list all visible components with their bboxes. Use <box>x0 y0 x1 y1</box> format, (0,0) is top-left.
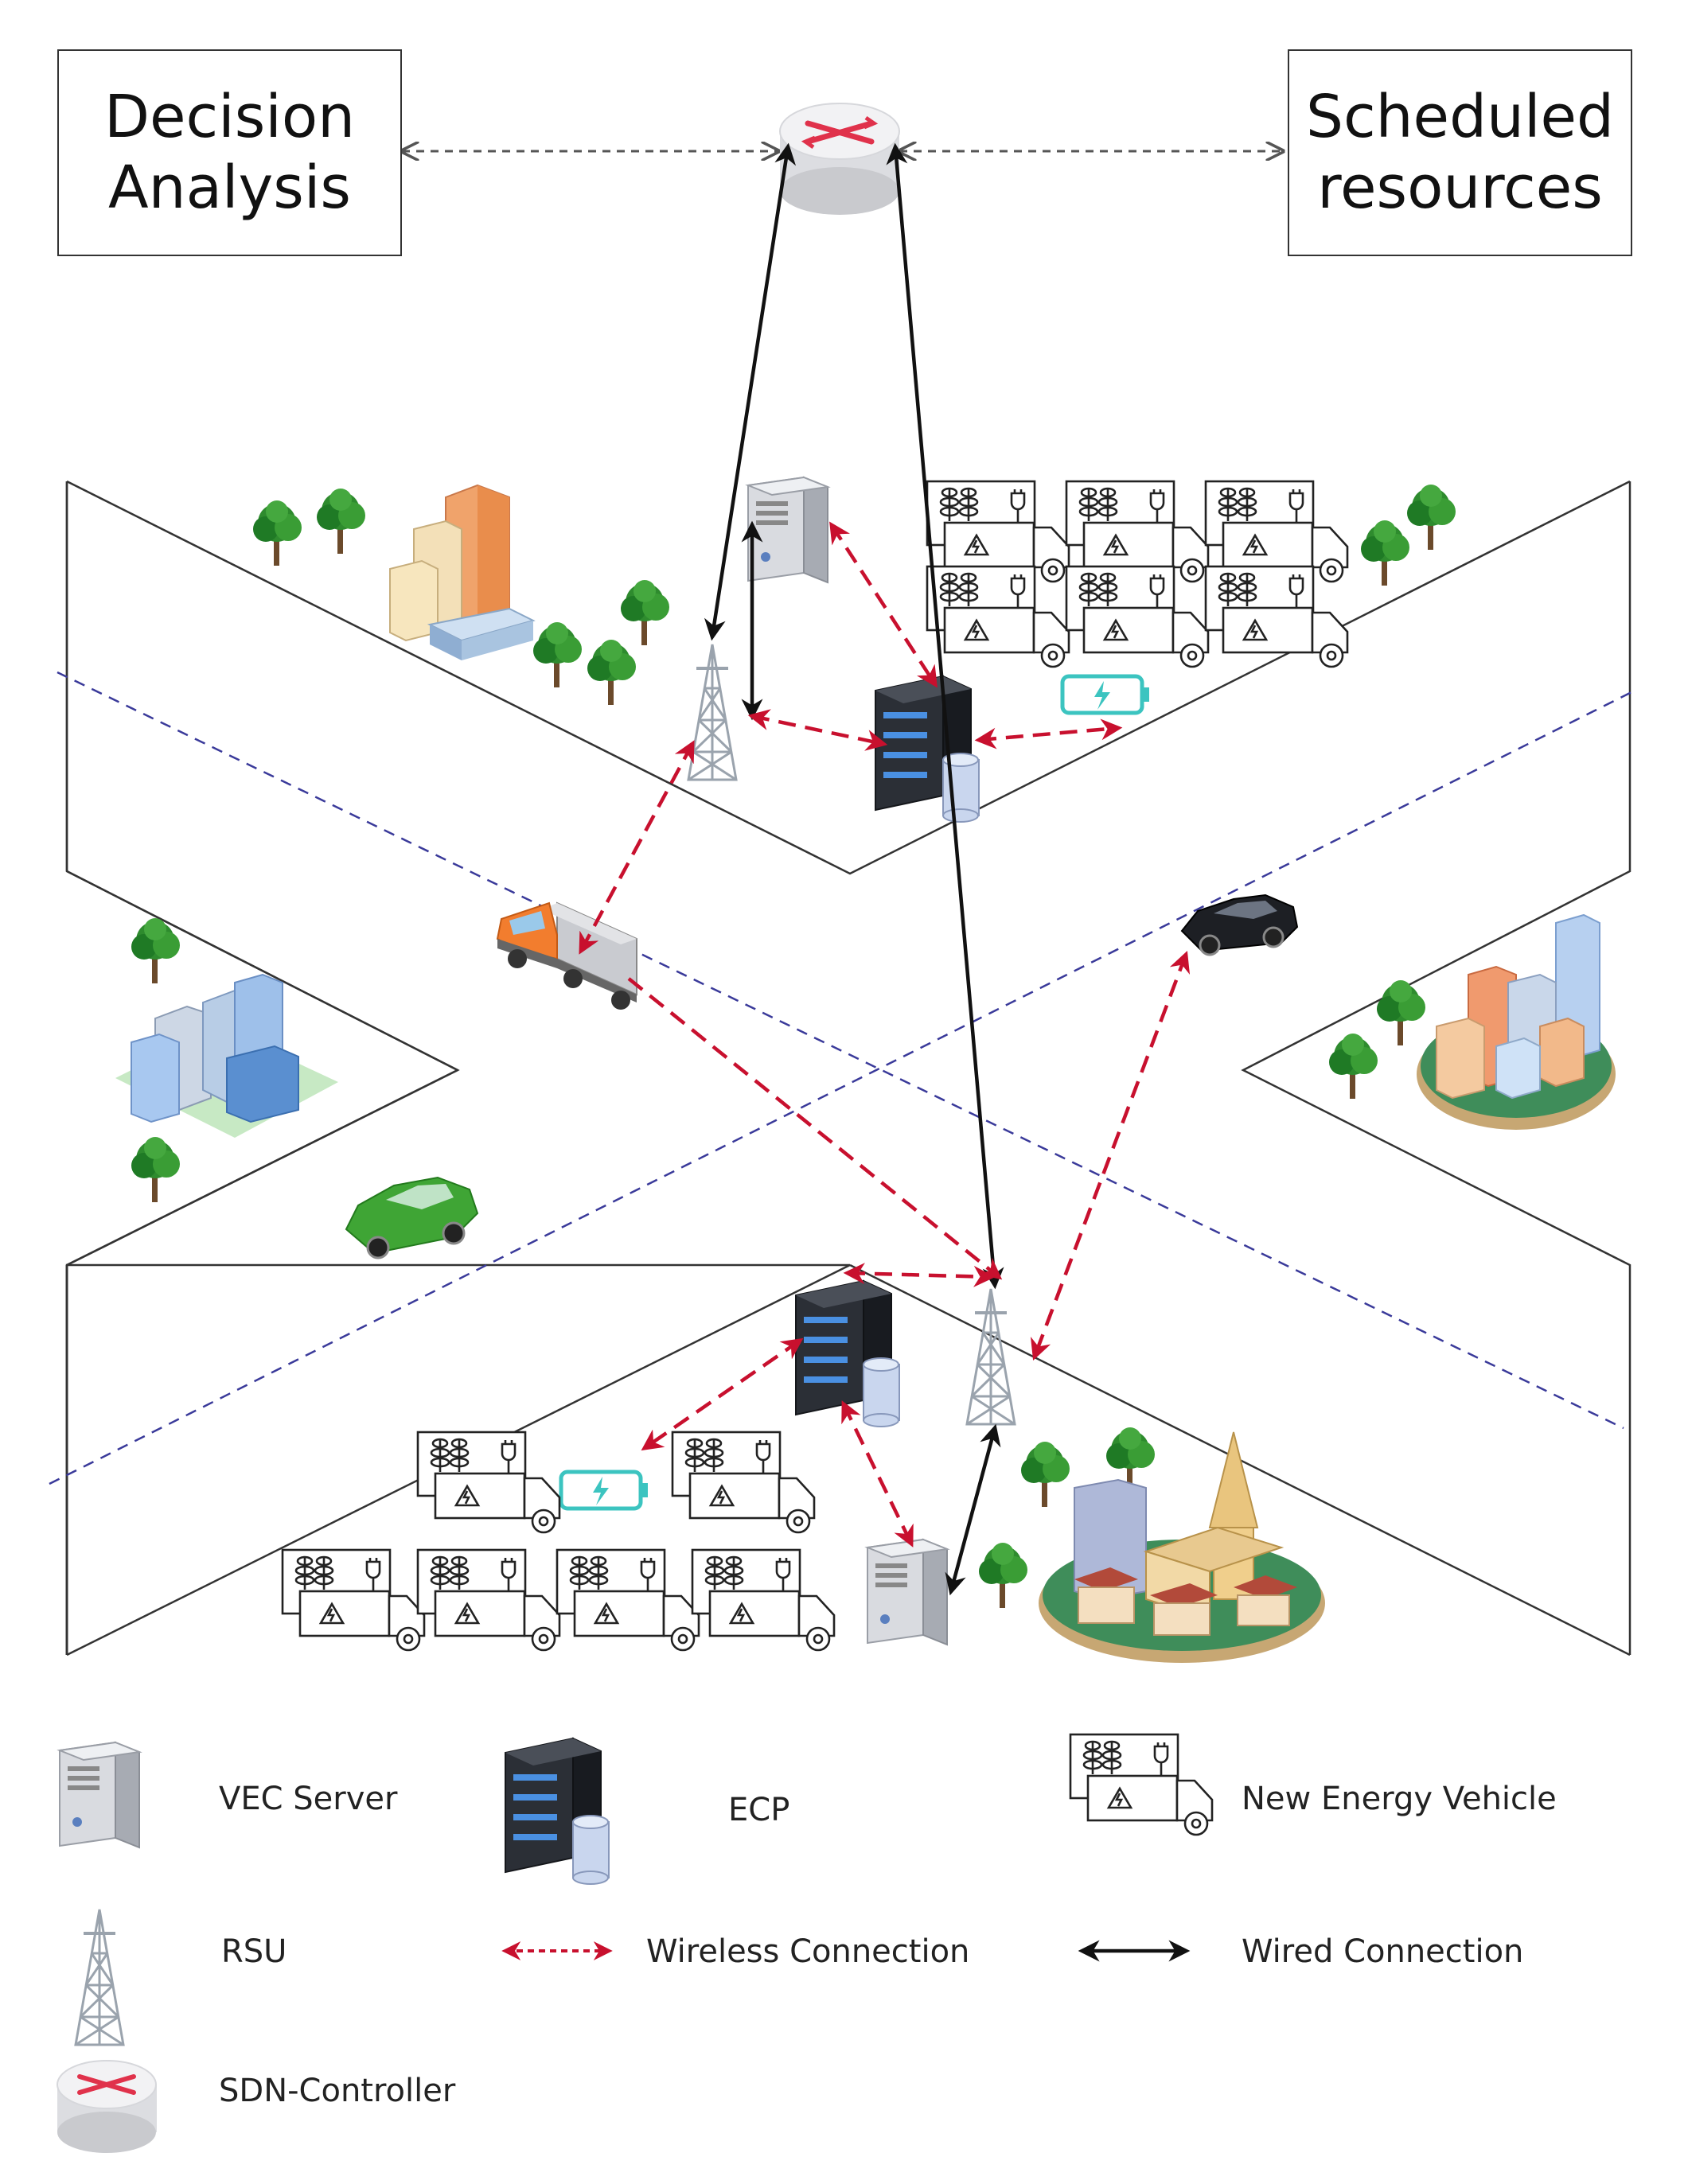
tree-icon <box>621 580 669 645</box>
building-icon <box>389 484 536 660</box>
new-energy-vehicle-icon <box>416 1548 561 1652</box>
tree-icon <box>131 1137 180 1202</box>
wireless-car-rsu-bottom <box>1030 950 1191 1361</box>
car-icon <box>1180 893 1299 956</box>
tree-icon <box>587 640 636 705</box>
legend-nev-icon <box>1069 1733 1214 1836</box>
wireless-ecp-battery-top <box>974 718 1123 749</box>
building-icon <box>115 973 338 1138</box>
vec-server-icon <box>747 477 828 583</box>
lane-divider-1 <box>57 671 1624 1430</box>
tree-icon <box>979 1543 1027 1608</box>
tree-icon <box>1407 485 1456 550</box>
new-energy-vehicle-icon <box>926 565 1070 668</box>
legend-wireless-label: Wireless Connection <box>646 1933 970 1970</box>
new-energy-vehicle-icon <box>691 1548 836 1652</box>
wired-sdn-rsu-bottom <box>886 142 1004 1290</box>
tree-icon <box>131 918 180 983</box>
tree-icon <box>253 500 302 566</box>
tree-icon <box>317 489 365 554</box>
lane-divider-2 <box>49 691 1632 1485</box>
scheduled-resources-box: Scheduled resources <box>1288 49 1632 256</box>
rsu-tower-icon <box>687 643 738 781</box>
tree-icon <box>1361 520 1409 586</box>
wireless-vec-ecp-top <box>829 521 938 688</box>
legend-sdn-icon <box>57 2060 157 2153</box>
wireless-rsu-ecp-top <box>747 709 888 751</box>
new-energy-vehicle-icon <box>1204 565 1349 668</box>
car-icon <box>345 1176 479 1259</box>
building-icon <box>1039 1431 1325 1663</box>
wireless-road-rsu-bottom <box>843 1263 996 1287</box>
legend-sdn-label: SDN-Controller <box>219 2073 456 2109</box>
new-energy-vehicle-icon <box>671 1431 816 1534</box>
legend-vec-server-icon <box>59 1742 140 1848</box>
truck-icon <box>496 901 637 1010</box>
wired-rsu-vec-bottom <box>945 1423 1001 1596</box>
sdn-controller-icon <box>779 103 900 215</box>
legend-vec-server-label: VEC Server <box>219 1781 398 1817</box>
new-energy-vehicle-icon <box>281 1548 426 1652</box>
building-icon <box>1417 913 1616 1130</box>
legend-rsu-icon <box>74 1908 125 2046</box>
legend-ecp-label: ECP <box>728 1792 790 1828</box>
rsu-tower-icon <box>965 1287 1016 1426</box>
road-outline <box>65 480 1631 1656</box>
legend-ecp-icon <box>505 1738 610 1885</box>
wireless-truck-rsu-bottom <box>627 977 1003 1280</box>
legend-rsu-label: RSU <box>221 1933 287 1970</box>
new-energy-vehicle-icon <box>556 1548 700 1652</box>
ecp-server-icon <box>875 675 980 823</box>
decision-analysis-box: Decision Analysis <box>57 49 402 256</box>
scheduled-resources-label: Scheduled resources <box>1305 83 1615 222</box>
tree-icon <box>1329 1034 1378 1099</box>
vec-server-icon <box>867 1539 948 1645</box>
tree-icon <box>1021 1442 1070 1507</box>
battery-icon <box>1062 676 1149 713</box>
new-energy-vehicle-icon <box>416 1431 561 1534</box>
wireless-ecp-nev-bottom <box>641 1337 804 1451</box>
legend-wired-label: Wired Connection <box>1242 1933 1524 1970</box>
legend-nev-label: New Energy Vehicle <box>1242 1781 1557 1817</box>
wired-sdn-rsu-top <box>704 142 797 641</box>
tree-icon <box>1377 980 1425 1045</box>
new-energy-vehicle-icon <box>1065 565 1210 668</box>
battery-icon <box>561 1472 648 1509</box>
wireless-rsu-truck <box>579 740 695 955</box>
decision-analysis-label: Decision Analysis <box>103 83 356 222</box>
tree-icon <box>533 622 582 687</box>
ecp-server-icon <box>795 1280 900 1427</box>
